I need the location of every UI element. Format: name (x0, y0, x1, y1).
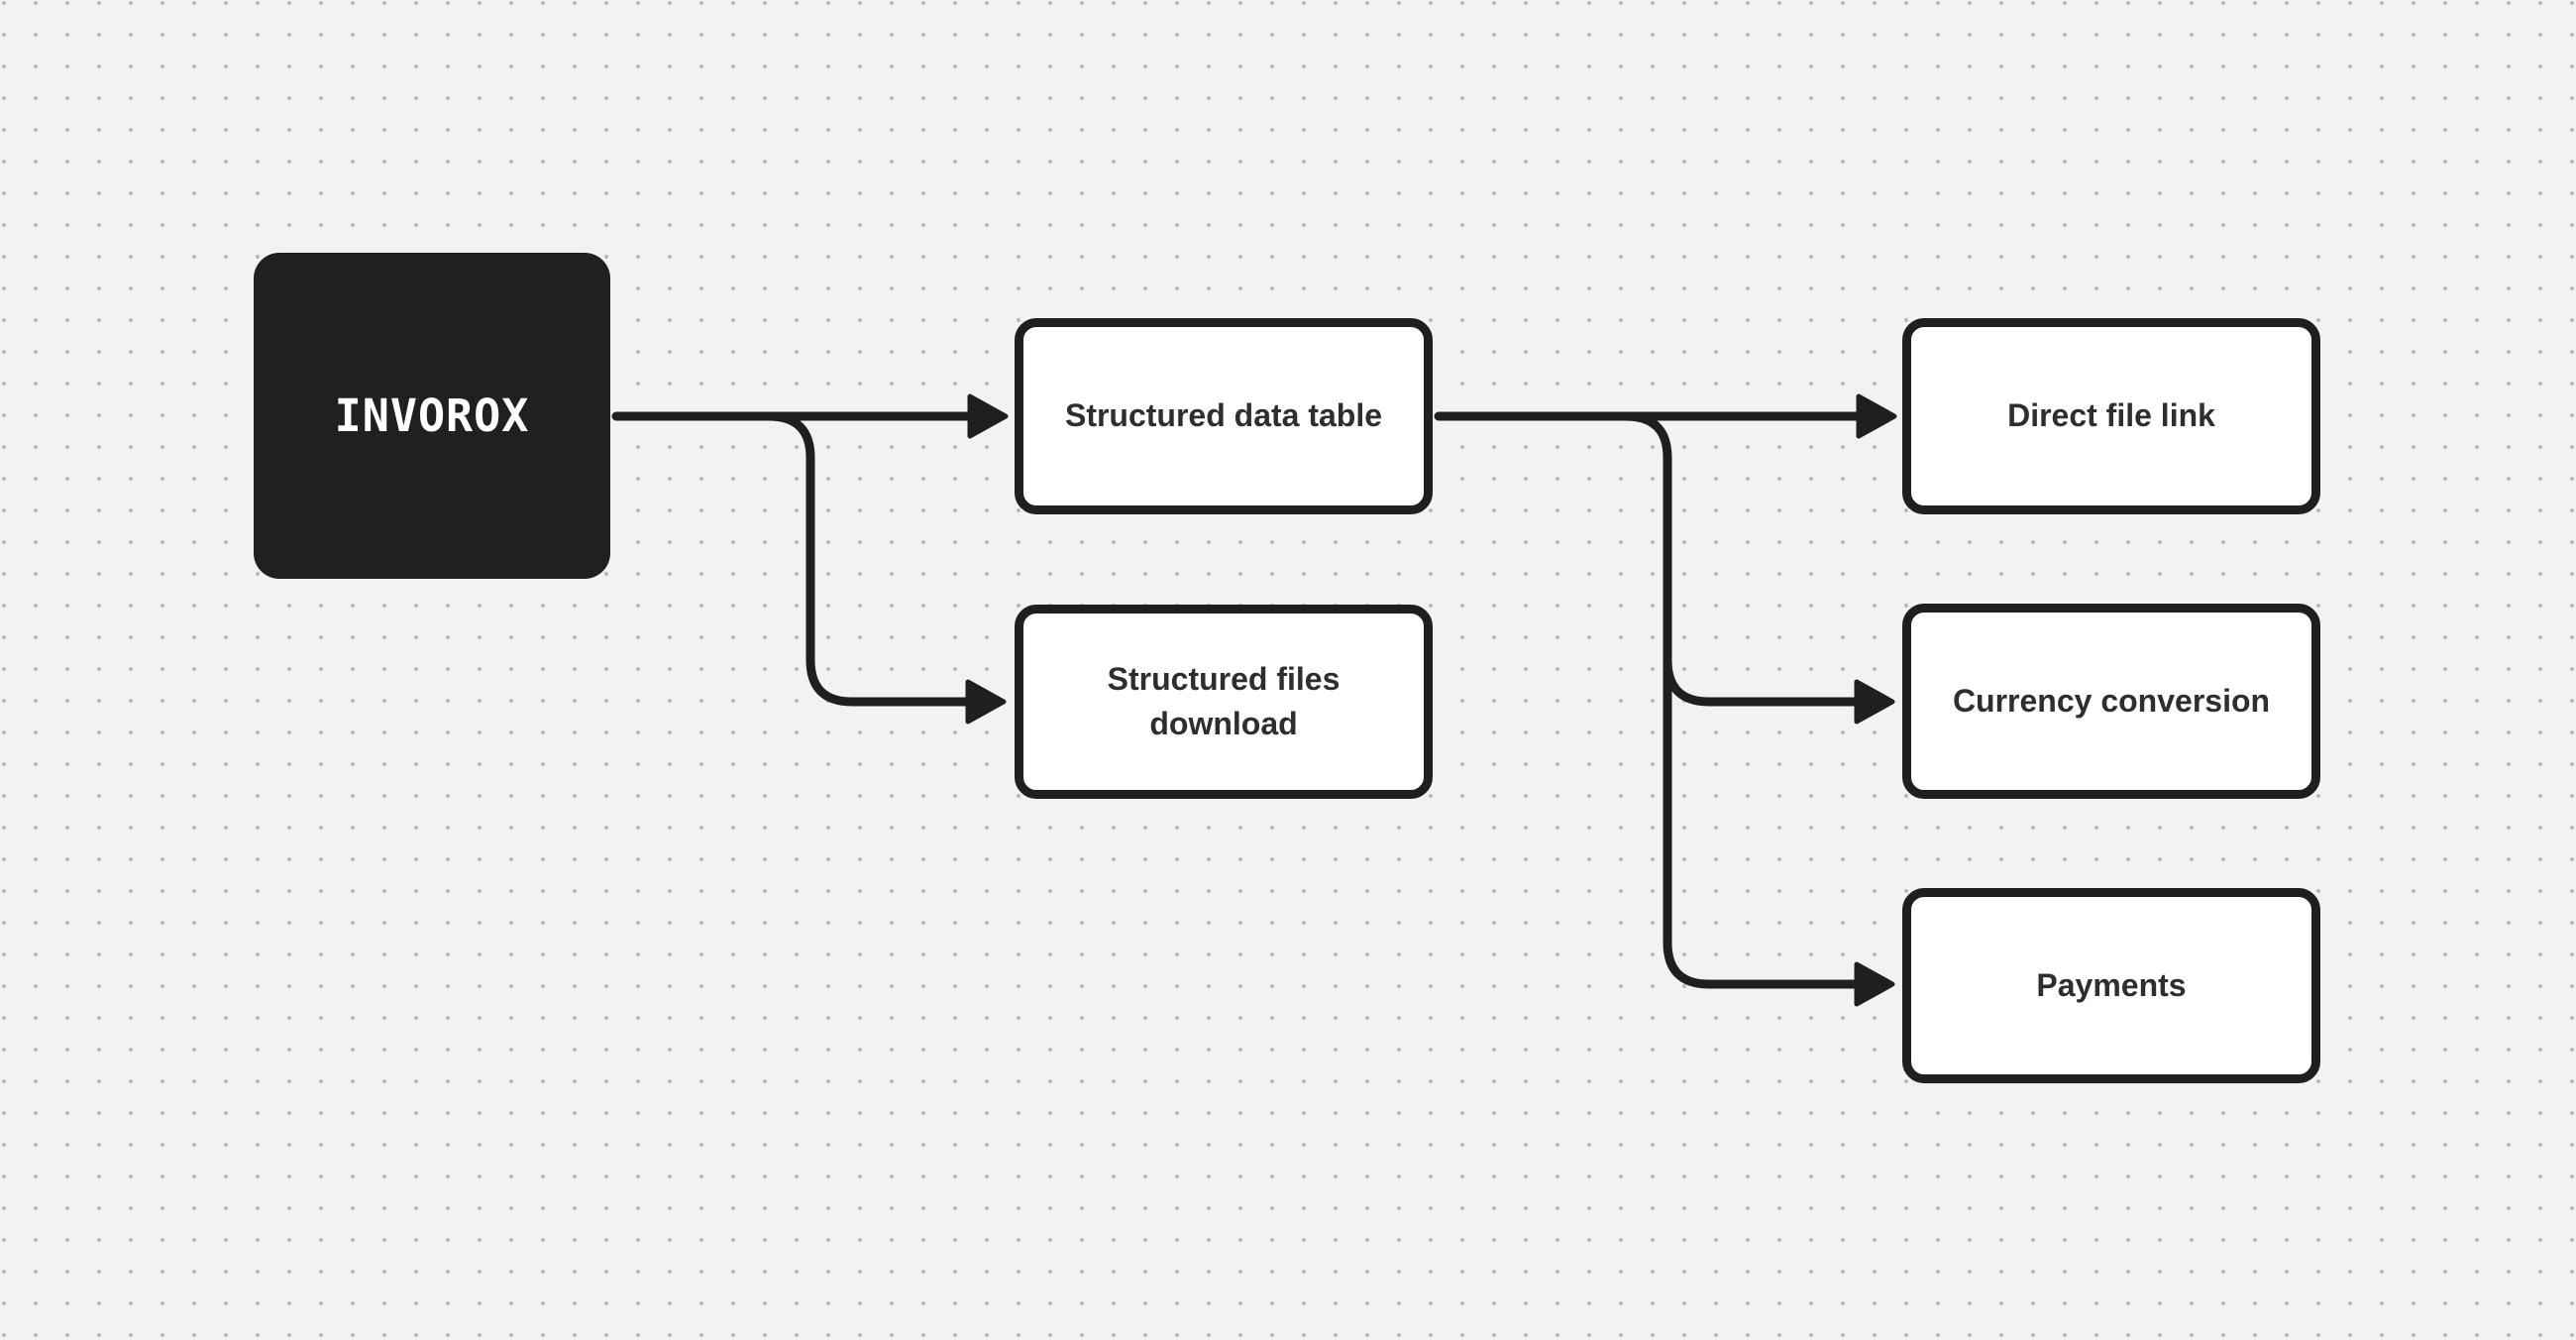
node-label: Direct file link (2007, 397, 2215, 434)
node-direct-file-link[interactable]: Direct file link (1902, 318, 2320, 514)
node-label: INVOROX (334, 390, 530, 442)
node-label: Payments (2036, 966, 2187, 1003)
node-payments[interactable]: Payments (1902, 888, 2320, 1083)
edge-invorox-to-structured-files-download[interactable] (704, 411, 1007, 725)
arrowhead-icon (1854, 961, 1895, 1007)
arrowhead-icon (1854, 679, 1895, 725)
arrowhead-icon (967, 393, 1009, 439)
edge-structured-data-table-to-currency-conversion[interactable] (1541, 411, 1895, 725)
node-structured-files-download[interactable]: Structured files download (1015, 605, 1433, 799)
edge-invorox-to-structured-data-table[interactable] (611, 393, 1009, 439)
node-invorox[interactable]: INVOROX (254, 253, 610, 579)
node-label: Currency conversion (1952, 682, 2271, 719)
node-label: Structured files download (1107, 660, 1341, 741)
node-structured-data-table[interactable]: Structured data table (1015, 318, 1433, 514)
edge-structured-data-table-to-payments[interactable] (1663, 639, 1895, 1007)
node-label: Structured data table (1064, 397, 1383, 434)
edge-structured-data-table-to-direct-file-link[interactable] (1434, 393, 1897, 439)
arrowhead-icon (1856, 393, 1897, 439)
node-currency-conversion[interactable]: Currency conversion (1902, 604, 2320, 799)
arrowhead-icon (965, 679, 1007, 725)
